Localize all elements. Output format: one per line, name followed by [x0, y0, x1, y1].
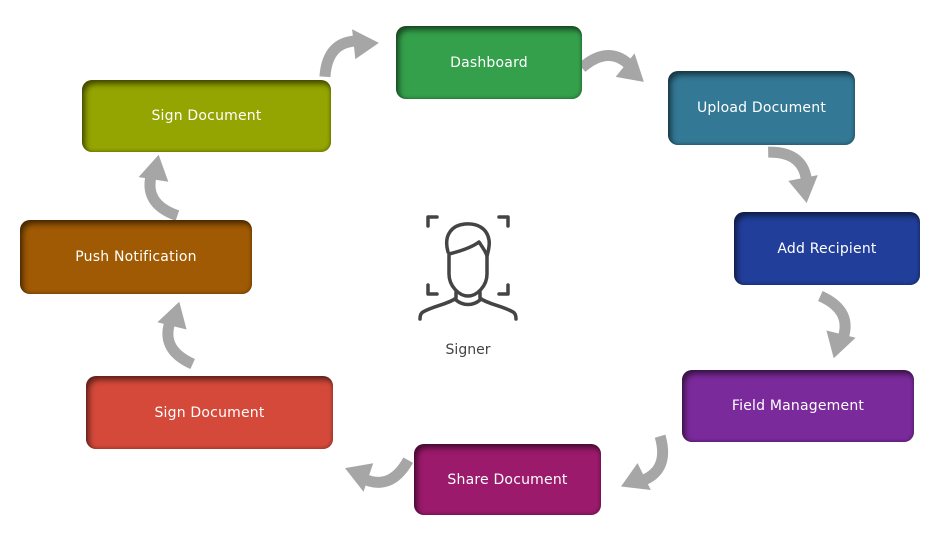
step-label: Dashboard — [450, 54, 528, 71]
step-label: Field Management — [731, 398, 865, 414]
step-label: Upload Document — [696, 100, 827, 116]
step-dashboard: Dashboard — [396, 26, 582, 99]
signer-center: Signer — [413, 212, 523, 362]
step-label: Sign Document — [154, 404, 265, 421]
step-label: Sign Document — [151, 108, 262, 124]
step-upload-document: Upload Document — [668, 71, 855, 145]
step-sign-document-red: Sign Document — [86, 376, 333, 449]
step-share-document: Share Document — [414, 444, 601, 515]
user-face-scan-icon — [418, 215, 518, 321]
signer-label: Signer — [445, 342, 491, 358]
step-label: Push Notification — [75, 249, 197, 265]
step-label: Share Document — [447, 471, 568, 488]
arrow-icon — [768, 141, 824, 209]
step-add-recipient: Add Recipient — [734, 212, 920, 285]
step-push-notification: Push Notification — [20, 220, 252, 294]
arrow-icon — [340, 445, 408, 501]
arrow-icon — [810, 296, 862, 361]
arrow-icon — [582, 33, 654, 101]
arrow-icon — [136, 153, 183, 215]
step-field-management: Field Management — [682, 370, 914, 442]
arrow-icon — [609, 436, 681, 502]
step-sign-document-olive: Sign Document — [82, 80, 331, 152]
arrow-icon — [318, 25, 383, 77]
arrow-icon — [151, 299, 203, 364]
step-label: Add Recipient — [777, 240, 877, 257]
